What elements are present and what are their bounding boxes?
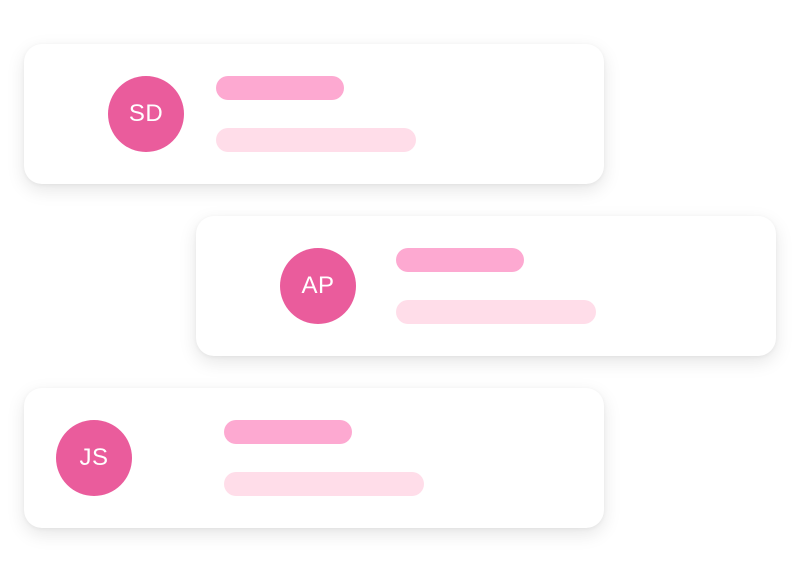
- subtitle-placeholder: [224, 472, 424, 496]
- subtitle-placeholder: [216, 128, 416, 152]
- avatar: AP: [280, 248, 356, 324]
- title-placeholder: [224, 420, 352, 444]
- subtitle-placeholder: [396, 300, 596, 324]
- title-placeholder: [396, 248, 524, 272]
- contact-card[interactable]: AP: [196, 216, 776, 356]
- contact-card[interactable]: SD: [24, 44, 604, 184]
- avatar: SD: [108, 76, 184, 152]
- title-placeholder: [216, 76, 344, 100]
- avatar: JS: [56, 420, 132, 496]
- contact-card[interactable]: JS: [24, 388, 604, 528]
